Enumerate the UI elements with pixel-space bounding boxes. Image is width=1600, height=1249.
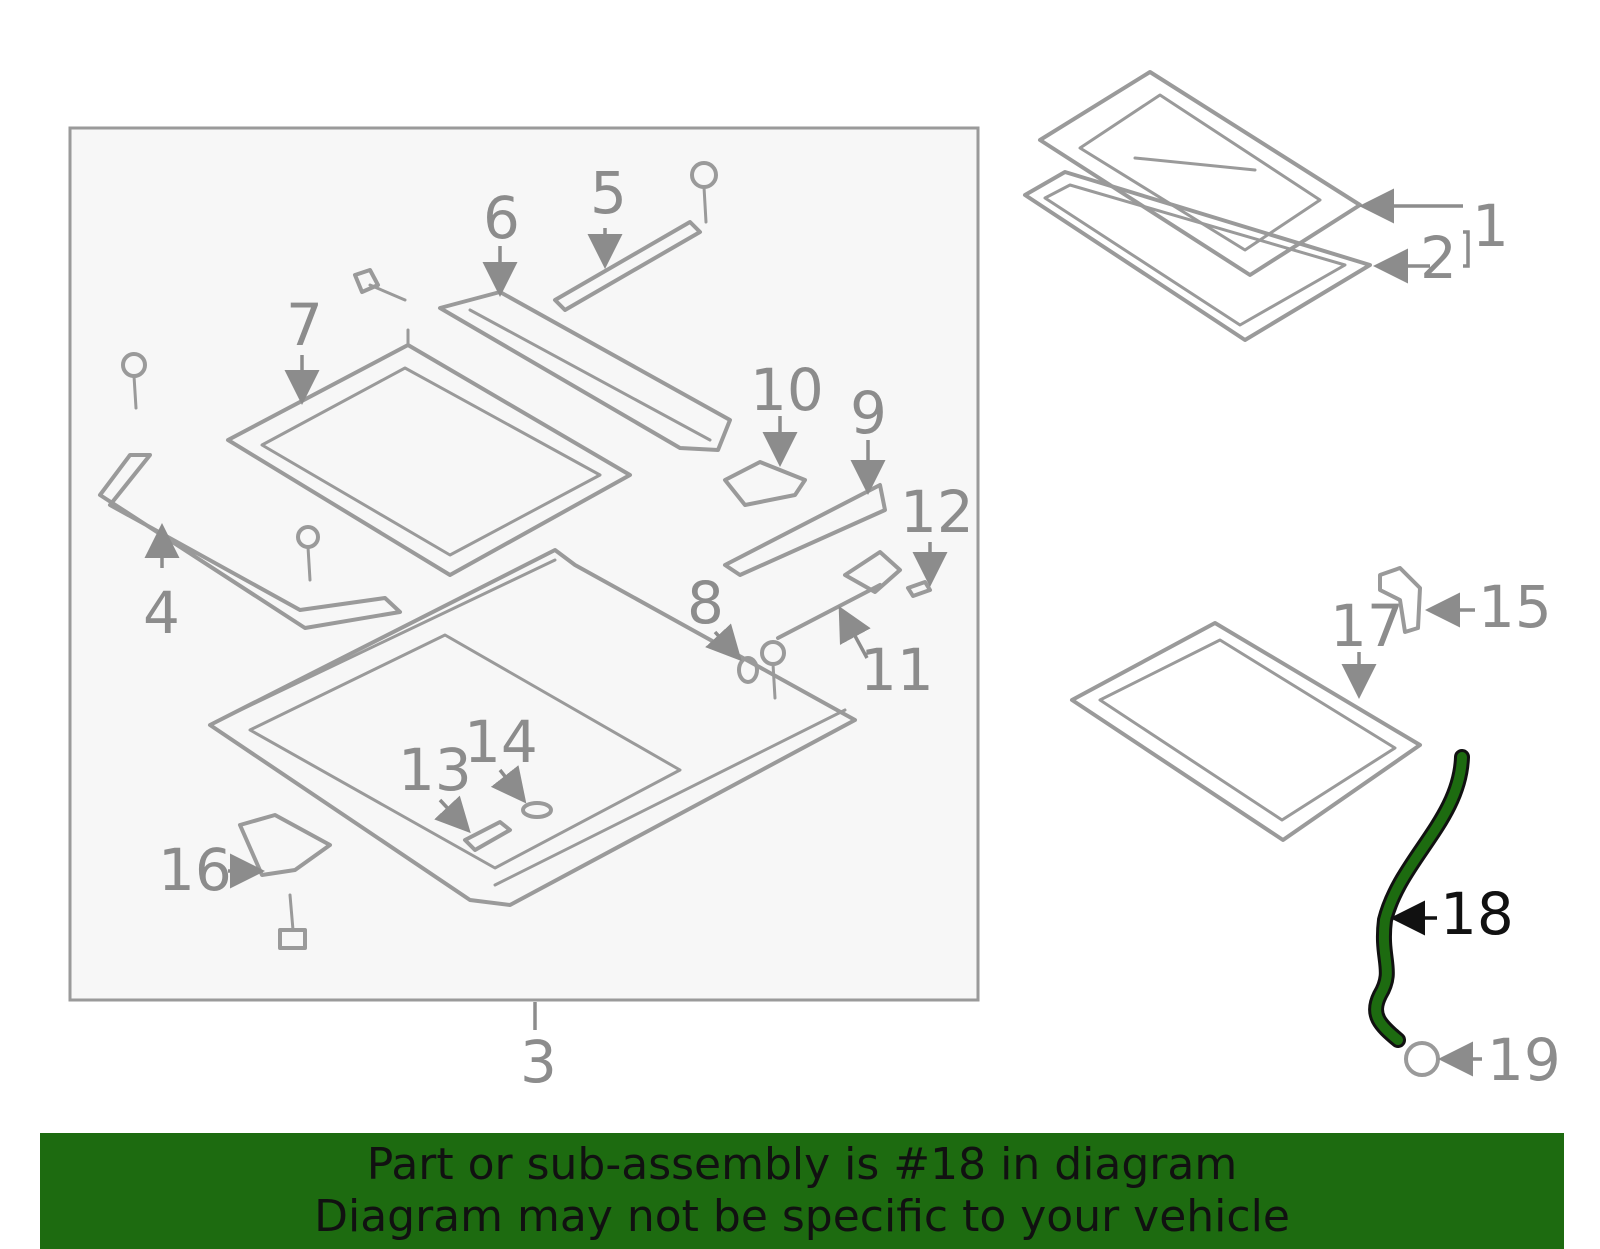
plug-part-14[interactable] — [521, 801, 553, 819]
screw-icon — [278, 893, 307, 950]
clamp-part-19[interactable] — [1404, 1041, 1440, 1077]
callout-7: 7 — [286, 291, 323, 359]
glass-panel-part[interactable] — [1038, 70, 1362, 277]
callout-17: 17 — [1330, 592, 1404, 660]
bracket-part-13[interactable] — [463, 820, 512, 852]
callout-19: 19 — [1487, 1026, 1561, 1094]
callout-14: 14 — [464, 708, 538, 776]
drain-hose-part-18[interactable] — [1368, 749, 1470, 1048]
main-frame-part-3[interactable] — [208, 548, 857, 907]
rail-part-5[interactable] — [553, 161, 718, 312]
callout-6: 6 — [483, 184, 520, 252]
callout-2: 2 — [1420, 224, 1457, 292]
callout-13: 13 — [398, 736, 472, 804]
callout-18: 18 — [1440, 880, 1514, 948]
cable-part-11[interactable] — [776, 550, 902, 640]
callout-9: 9 — [850, 379, 887, 447]
callout-3: 3 — [520, 1028, 557, 1096]
info-banner: Part or sub-assembly is #18 in diagram D… — [40, 1133, 1564, 1249]
callout-10: 10 — [750, 356, 824, 424]
cable-guide-part-9[interactable] — [723, 483, 887, 577]
bolt-icon — [353, 268, 407, 302]
callout-11: 11 — [860, 636, 934, 704]
sunshade-frame-part-7[interactable] — [226, 328, 632, 577]
clip-part-8[interactable] — [737, 656, 759, 684]
bracket-part-10[interactable] — [723, 460, 807, 507]
callout-16: 16 — [158, 836, 232, 904]
callout-12: 12 — [900, 478, 974, 546]
deflector-part-4[interactable] — [98, 453, 402, 630]
callout-5: 5 — [590, 159, 627, 227]
callout-8: 8 — [687, 569, 724, 637]
screw-icon — [760, 640, 786, 700]
screw-icon — [121, 352, 320, 582]
callout-1: 1 — [1472, 192, 1509, 260]
bracket-part-15[interactable] — [1378, 566, 1422, 634]
banner-line-2: Diagram may not be specific to your vehi… — [314, 1191, 1290, 1242]
callout-15: 15 — [1478, 573, 1552, 641]
callout-4: 4 — [143, 579, 180, 647]
banner-line-1: Part or sub-assembly is #18 in diagram — [366, 1139, 1238, 1190]
leader-lines — [144, 188, 1482, 1077]
glass-seal-part[interactable] — [1023, 170, 1372, 342]
weatherstrip-part-17[interactable] — [1070, 621, 1422, 842]
